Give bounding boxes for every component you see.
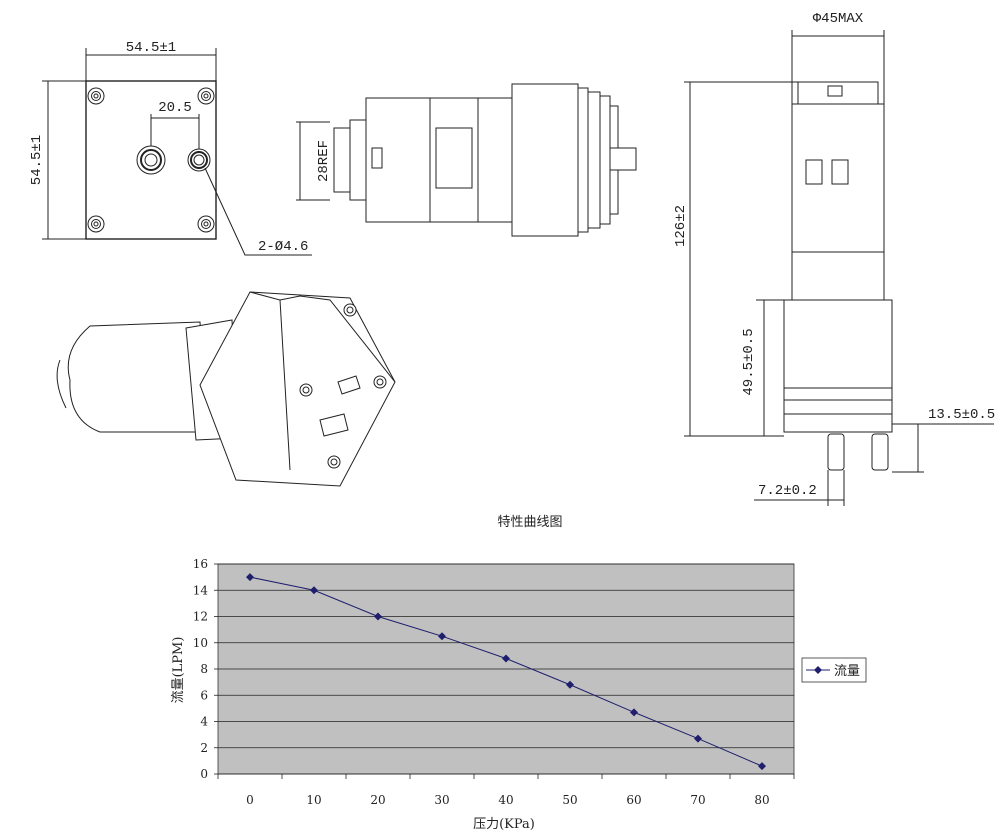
port-offset-dim: 7.2±0.2 [758, 483, 817, 499]
y-tick-label: 12 [193, 610, 208, 624]
x-tick-label: 60 [626, 793, 641, 807]
y-tick-label: 0 [200, 767, 208, 781]
iso-nozzle-2 [319, 413, 349, 437]
port-spacing-dim: 20.5 [158, 100, 192, 116]
front-view [42, 48, 312, 256]
y-tick-label: 6 [200, 688, 208, 702]
performance-chart: 0 2 4 6 8 10 12 14 16 0 10 20 30 40 50 60 70 80 压力(KPa) 流… [171, 557, 867, 832]
data-point [374, 612, 382, 621]
front-flange-outline [85, 80, 217, 240]
tick-labels: 0 2 4 6 8 10 12 14 16 0 10 20 30 40 50 60 70 80 [193, 557, 770, 807]
side-view [296, 83, 637, 237]
corner-screw-tr [197, 87, 215, 105]
legend-label: 流量 [834, 664, 860, 679]
x-tick-label: 50 [562, 793, 577, 807]
side-gearbox [477, 97, 513, 223]
legend: 流量 [801, 657, 867, 683]
x-tick-label: 20 [370, 793, 385, 807]
grid-lines [218, 563, 794, 775]
chart-title: 特性曲线图 [497, 515, 562, 530]
data-point [310, 586, 318, 595]
data-point [694, 734, 702, 743]
data-point [630, 708, 638, 717]
iso-screw-1 [343, 303, 357, 317]
diameter-dim: Φ45MAX [813, 11, 864, 27]
end-gearbox [791, 251, 885, 301]
y-tick-label: 8 [200, 662, 208, 676]
end-outlet-nozzle-left [827, 433, 845, 471]
end-outlet-nozzle-right [871, 433, 889, 471]
y-tick-label: 16 [193, 557, 208, 571]
data-point [502, 654, 510, 663]
corner-screw-br [197, 215, 215, 233]
y-tick-label: 14 [193, 583, 209, 597]
data-point [438, 632, 446, 641]
port-length-dim: 13.5±0.5 [928, 407, 995, 423]
data-point [246, 573, 254, 582]
x-tick-label: 0 [246, 793, 254, 807]
series-layer [246, 573, 766, 771]
iso-nozzle-1 [337, 375, 361, 395]
x-tick-label: 80 [754, 793, 769, 807]
front-width-dim: 54.5±1 [126, 40, 176, 56]
end-pump-head [783, 299, 893, 389]
x-tick-label: 40 [498, 793, 513, 807]
iso-screw-2 [299, 383, 313, 397]
overall-length-dim: 126±2 [673, 205, 689, 247]
side-pump-head [511, 83, 579, 237]
iso-motor-body [67, 321, 207, 433]
corner-screw-tl [87, 87, 105, 105]
x-tick-label: 70 [690, 793, 705, 807]
axes [214, 563, 795, 779]
corner-screw-bl [87, 215, 105, 233]
y-tick-label: 10 [193, 636, 208, 650]
x-tick-label: 30 [434, 793, 449, 807]
end-view [684, 30, 994, 506]
x-tick-label: 10 [306, 793, 321, 807]
iso-screw-4 [327, 455, 341, 469]
y-tick-label: 4 [200, 715, 208, 729]
hole-callout: 2-Ø4.6 [258, 239, 308, 255]
data-point [566, 680, 574, 689]
y-axis-label: 流量(LPM) [171, 637, 186, 704]
iso-screw-3 [373, 375, 387, 389]
side-outlet-nozzle [609, 147, 637, 171]
y-tick-label: 2 [200, 741, 208, 755]
x-axis-label: 压力(KPa) [473, 817, 535, 832]
isometric-view [56, 291, 396, 487]
legend-marker [814, 666, 822, 674]
front-height-dim: 54.5±1 [29, 135, 45, 185]
head-length-dim: 49.5±0.5 [741, 328, 757, 395]
ref-dim: 28REF [316, 140, 332, 182]
data-point [758, 762, 766, 771]
